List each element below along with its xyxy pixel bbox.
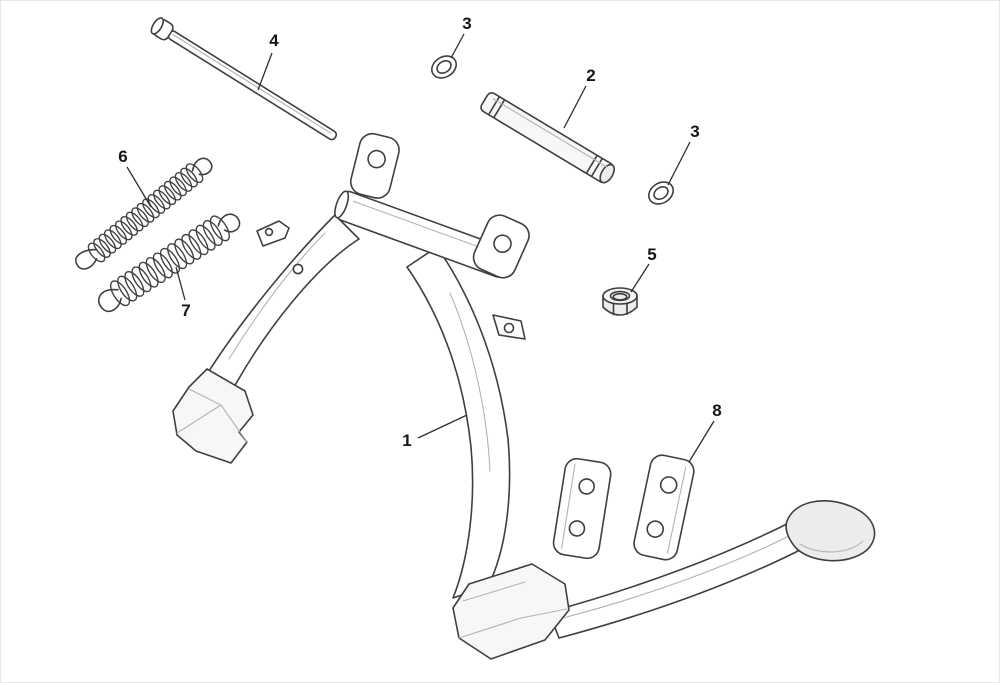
leader-line-7 (175, 266, 186, 301)
part-label-4: 4 (269, 31, 279, 50)
mount-hole (493, 234, 512, 254)
part-label-3a: 3 (462, 14, 472, 33)
left-foot (172, 368, 254, 464)
right-mount-tab (472, 214, 530, 279)
part-label-2: 2 (586, 66, 596, 85)
mount-hole (367, 149, 386, 169)
part-label-6: 6 (118, 147, 128, 166)
part-label-7: 7 (181, 301, 191, 320)
leader-lines (126, 33, 715, 463)
leader-line-6 (126, 166, 152, 208)
part-3-washer-b (648, 181, 674, 205)
leader-line-2 (563, 85, 587, 129)
part-label-5: 5 (647, 245, 657, 264)
part-label-3b: 3 (690, 122, 700, 141)
part-label-8: 8 (712, 401, 722, 420)
leader-line-1 (417, 414, 468, 439)
part-4-bolt (150, 17, 338, 141)
part-1-center-stand (172, 132, 876, 660)
part-3-washer-a (431, 55, 457, 79)
part-6-spring (75, 157, 213, 270)
right-leg (406, 246, 511, 599)
part-7-spring (98, 212, 241, 313)
leader-line-3a (450, 33, 465, 59)
spring-anchor-pin (292, 263, 304, 275)
part-5-nut (602, 287, 638, 316)
spring-anchor-tab (256, 220, 290, 247)
lever-paddle (785, 499, 876, 562)
leader-line-5 (630, 263, 650, 293)
leader-line-4 (257, 52, 273, 91)
left-mount-tab (349, 132, 400, 199)
part-2-pivot-pin (480, 92, 615, 184)
part-label-1: 1 (402, 431, 412, 450)
stand-bracket (552, 457, 612, 560)
leader-line-3b (667, 141, 691, 186)
leader-line-8 (688, 420, 715, 463)
left-leg (208, 214, 360, 390)
part-8-bracket (633, 454, 695, 561)
right-foot (452, 563, 570, 660)
